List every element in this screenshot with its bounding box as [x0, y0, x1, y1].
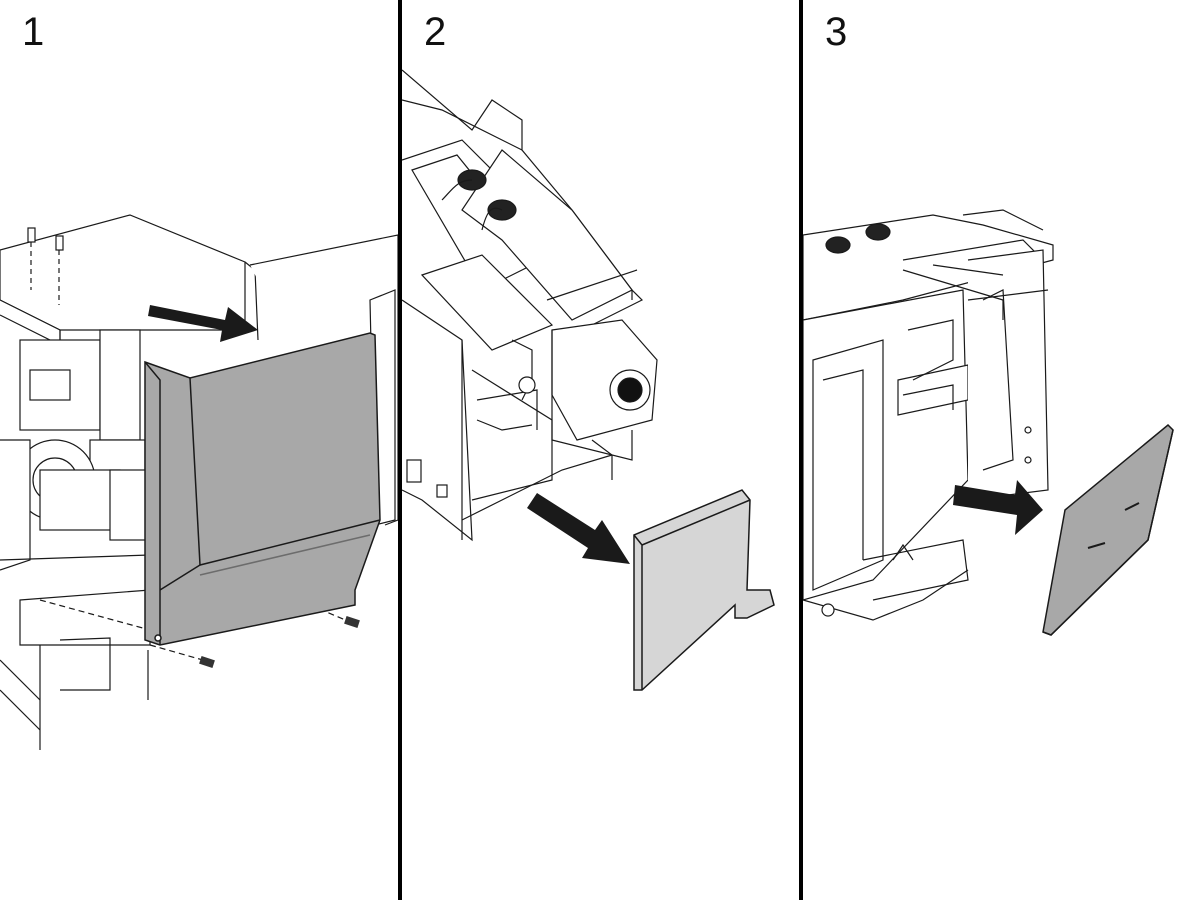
screw-icon	[199, 616, 360, 668]
arrow-right-icon	[148, 305, 258, 342]
panel-divider	[799, 0, 803, 900]
side-cover-panel	[144, 332, 381, 646]
step-number: 3	[825, 10, 848, 54]
step-number: 1	[22, 10, 45, 54]
step-panel-1: 1	[0, 0, 398, 900]
rear-panel	[633, 489, 775, 691]
step-1-illustration	[0, 214, 398, 750]
step-2-illustration	[402, 69, 775, 691]
step-number: 2	[424, 10, 447, 54]
step-panel-3: 3	[803, 0, 1200, 900]
arrow-right-icon	[953, 480, 1043, 535]
step-panel-2: 2	[402, 0, 800, 900]
machine-rear-view	[402, 69, 658, 542]
step-3-illustration	[803, 209, 1174, 636]
machine-side-view	[803, 209, 1054, 621]
side-panel	[1042, 423, 1174, 636]
panel-divider	[398, 0, 402, 900]
arrow-right-icon	[527, 493, 630, 564]
